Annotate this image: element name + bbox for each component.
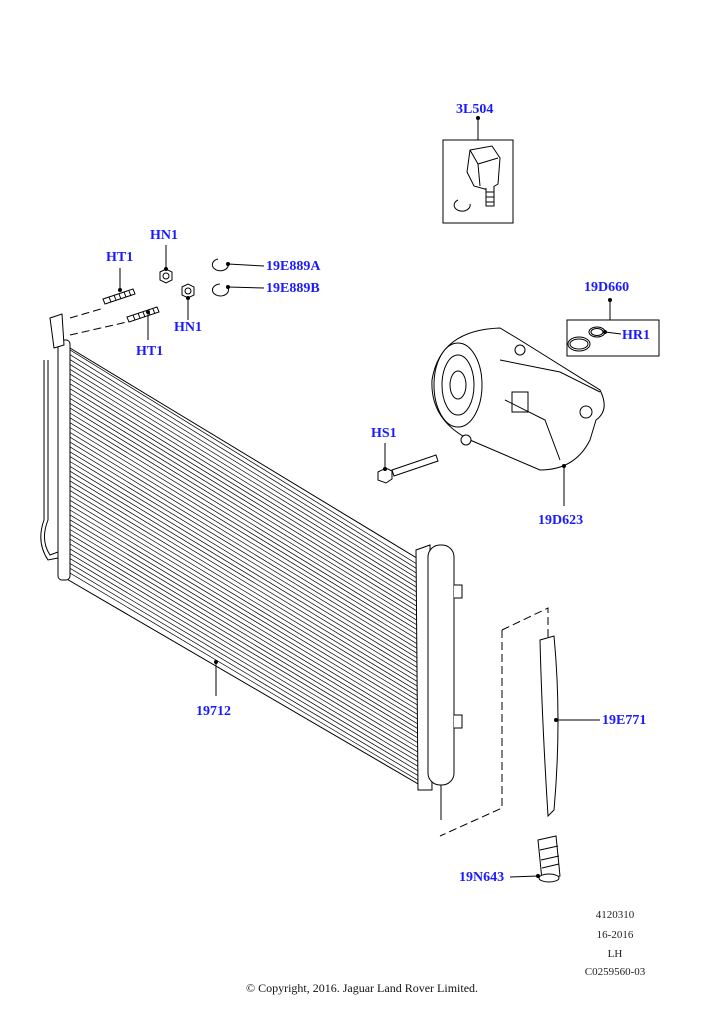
condenser-fin-line [69,427,419,640]
condenser-fin-line [69,567,419,776]
orings-19D660-drawing [566,298,660,357]
condenser-fin-line [69,548,419,758]
condenser-fin-line [69,480,419,692]
condenser-fin-line [69,553,419,762]
condenser-fin-line [69,422,419,636]
callout-HT1-top[interactable]: HT1 [106,250,134,265]
condenser-fin-line [69,461,419,673]
condenser-fin-line [69,485,419,697]
compressor-19D623-drawing [431,327,605,506]
condenser-fin-line [69,388,419,603]
condenser-fin-line [69,446,419,659]
condenser-fin-line [69,538,419,748]
callout-19E889A[interactable]: 19E889A [266,259,321,274]
condenser-fin-line [69,475,419,687]
condenser-19712-drawing [40,313,463,820]
callout-HT1-bottom[interactable]: HT1 [136,344,164,359]
callout-HN1-bottom[interactable]: HN1 [174,320,202,335]
condenser-fin-line [69,432,419,645]
condenser-fin-line [69,563,419,772]
condenser-fin-line [69,524,419,734]
condenser-fin-line [69,417,419,631]
condenser-fin-line [69,470,419,683]
condenser-fin-line [69,533,419,744]
condenser-fin-line [69,466,419,678]
condenser-fin-line [69,441,419,655]
condenser-fin-line [69,558,419,767]
condenser-fin-line [69,500,419,711]
filter-19N643-drawing [509,835,561,883]
condenser-fin-line [69,412,419,626]
condenser-fin-line [69,543,419,753]
condenser-fin-line [69,407,419,622]
condenser-fin-line [69,519,419,730]
condenser-fin-line [69,393,419,608]
callout-19D623[interactable]: 19D623 [538,513,584,528]
diagram-side: LH [607,948,623,960]
bolt-HS1-drawing [377,443,439,484]
condenser-fin-line [69,378,419,594]
callout-19N643[interactable]: 19N643 [459,870,505,885]
condenser-fin-line [69,490,419,701]
condenser-fin-line [69,509,419,720]
condenser-fin-line [69,354,419,570]
sensor-3L504-drawing [442,116,514,224]
callout-HN1-top[interactable]: HN1 [150,228,178,243]
condenser-fin-line [69,529,419,739]
callout-HS1[interactable]: HS1 [371,426,397,441]
callout-19E889B[interactable]: 19E889B [266,281,320,296]
condenser-fin-line [69,349,419,565]
diagram-year: 16-2016 [596,929,634,941]
condenser-fin-line [69,504,419,715]
callout-19D660[interactable]: 19D660 [584,280,630,295]
condenser-fin-line [69,383,419,598]
condenser-fin-line [69,572,419,781]
callout-3L504[interactable]: 3L504 [456,102,494,117]
callout-HR1[interactable]: HR1 [622,328,650,343]
fasteners-drawing [69,245,265,340]
callout-19712[interactable]: 19712 [196,704,231,719]
callout-19E771[interactable]: 19E771 [602,713,647,728]
condenser-fin-line [69,369,419,584]
condenser-fin-line [69,495,419,706]
diagram-code: 4120310 [595,909,635,921]
copyright-notice: © Copyright, 2016. Jaguar Land Rover Lim… [245,981,479,995]
condenser-fin-line [69,456,419,669]
condenser-fin-line [69,436,419,650]
condenser-fin-line [69,514,419,725]
condenser-fin-line [69,403,419,617]
condenser-fin-line [69,451,419,664]
condenser-fin-line [69,364,419,580]
diagram-ref: C0259560-03 [584,966,646,978]
condenser-fin-line [69,398,419,612]
condenser-fin-line [69,373,419,589]
desiccant-19E771-drawing [439,607,600,837]
condenser-fin-line [69,359,419,575]
